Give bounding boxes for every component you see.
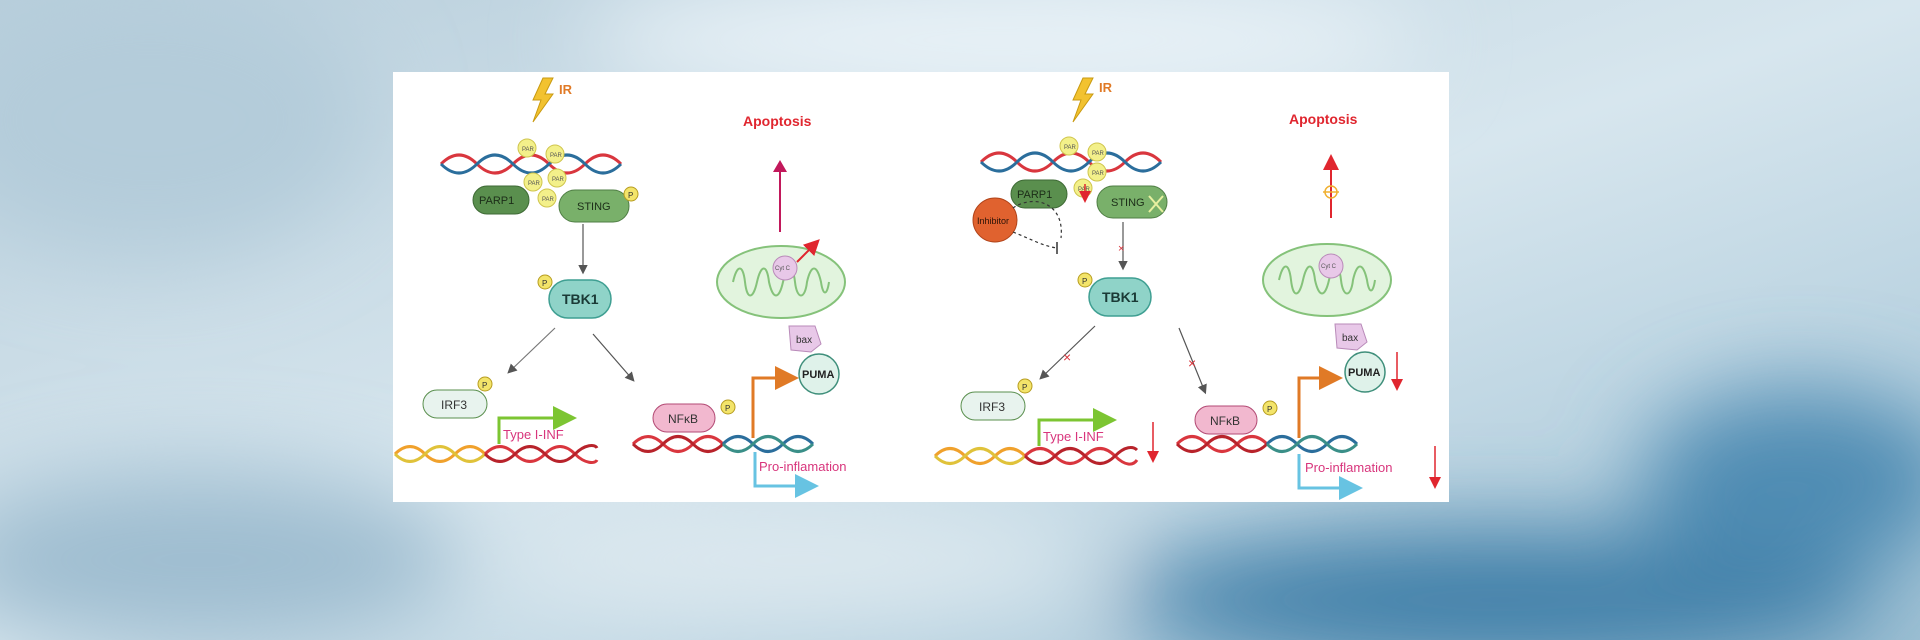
lightning-icon — [532, 77, 554, 123]
apoptosis-label: Apoptosis — [1289, 111, 1358, 127]
phospho-badge — [623, 186, 639, 202]
svg-text:P: P — [1082, 277, 1087, 286]
tbk1-protein — [1088, 277, 1152, 317]
svg-text:P: P — [1267, 405, 1272, 414]
ir-label: IR — [559, 82, 573, 97]
svg-text:PARP1: PARP1 — [479, 195, 514, 207]
pathway-figure: IR PAR PAR PAR PAR PAR PARP1 STING P P T… — [393, 72, 1449, 502]
phospho-badge — [1017, 378, 1033, 394]
inhibitor-molecule — [972, 197, 1018, 243]
pro-inflammation-label: Pro-inflamation — [759, 459, 846, 474]
svg-text:PAR: PAR — [1092, 171, 1105, 177]
svg-text:STING: STING — [1111, 197, 1145, 209]
svg-text:PAR: PAR — [552, 177, 565, 183]
svg-text:PAR: PAR — [522, 147, 535, 153]
svg-text:IRF3: IRF3 — [979, 400, 1005, 414]
svg-text:PAR: PAR — [1064, 145, 1077, 151]
irf3-protein — [960, 391, 1026, 421]
svg-text:Inhibitor: Inhibitor — [977, 216, 1009, 226]
svg-text:IRF3: IRF3 — [441, 398, 467, 412]
left-panel: IR PAR PAR PAR PAR PAR PARP1 STING P P T… — [393, 77, 846, 498]
par-cluster: PAR PAR PAR PAR PAR — [517, 138, 567, 208]
type1-ifn-label: Type I-INF — [1043, 429, 1104, 444]
block-mark: × — [1063, 349, 1071, 365]
dna-helix-bottom-right — [631, 435, 815, 453]
svg-text:Cyt C: Cyt C — [775, 266, 791, 272]
svg-text:bax: bax — [1342, 333, 1358, 344]
phospho-badge — [1262, 400, 1278, 416]
right-panel: IR PAR PAR PAR PAR PARP1 Inhibitor STING… — [933, 77, 1441, 500]
svg-text:PAR: PAR — [528, 181, 541, 187]
bax-protein — [1334, 323, 1368, 351]
tbk1-protein — [548, 279, 612, 319]
svg-text:P: P — [628, 191, 633, 200]
phospho-badge — [1077, 272, 1093, 288]
phospho-badge — [477, 376, 493, 392]
parp1-protein — [1010, 179, 1068, 209]
svg-text:PAR: PAR — [550, 153, 563, 159]
svg-text:P: P — [542, 279, 547, 288]
svg-text:P: P — [725, 404, 730, 413]
dna-helix-bottom-left — [393, 444, 599, 464]
apoptosis-up-arrow — [773, 160, 787, 232]
apoptosis-label: Apoptosis — [743, 113, 812, 129]
parp1-protein — [472, 185, 530, 215]
type1-ifn-label: Type I-INF — [503, 427, 564, 442]
svg-text:PAR: PAR — [542, 197, 555, 203]
mitochondrion: Cyt C — [1262, 243, 1392, 317]
bax-protein — [788, 325, 822, 353]
dna-helix-top — [439, 153, 623, 175]
svg-text:PARP1: PARP1 — [1017, 189, 1052, 201]
svg-text:bax: bax — [796, 335, 812, 346]
mitochondrion: Cyt C — [716, 245, 846, 319]
phospho-badge — [537, 274, 553, 290]
nfkb-protein — [652, 403, 716, 433]
svg-text:P: P — [482, 381, 487, 390]
puma-protein — [798, 353, 840, 395]
block-mark: × — [1188, 355, 1196, 371]
block-mark: × — [1118, 243, 1124, 255]
svg-text:NFκB: NFκB — [668, 412, 698, 426]
svg-text:STING: STING — [577, 201, 611, 213]
ir-label: IR — [1099, 80, 1113, 95]
svg-text:Cyt C: Cyt C — [1321, 264, 1337, 270]
lightning-icon — [1072, 77, 1094, 123]
puma-protein — [1344, 351, 1386, 393]
phospho-badge — [720, 399, 736, 415]
svg-text:PAR: PAR — [1092, 151, 1105, 157]
svg-text:NFκB: NFκB — [1210, 414, 1240, 428]
dna-helix-top — [979, 151, 1163, 173]
svg-text:PUMA: PUMA — [802, 369, 834, 381]
svg-text:TBK1: TBK1 — [562, 291, 599, 307]
svg-text:PUMA: PUMA — [1348, 367, 1380, 379]
nfkb-protein — [1194, 405, 1258, 435]
irf3-protein — [422, 389, 488, 419]
svg-text:P: P — [1022, 383, 1027, 392]
dna-helix-bottom-left — [933, 446, 1139, 466]
svg-text:TBK1: TBK1 — [1102, 289, 1139, 305]
sting-protein — [558, 189, 630, 223]
pro-inflammation-label: Pro-inflamation — [1305, 460, 1392, 475]
dna-helix-bottom-right — [1175, 435, 1359, 453]
